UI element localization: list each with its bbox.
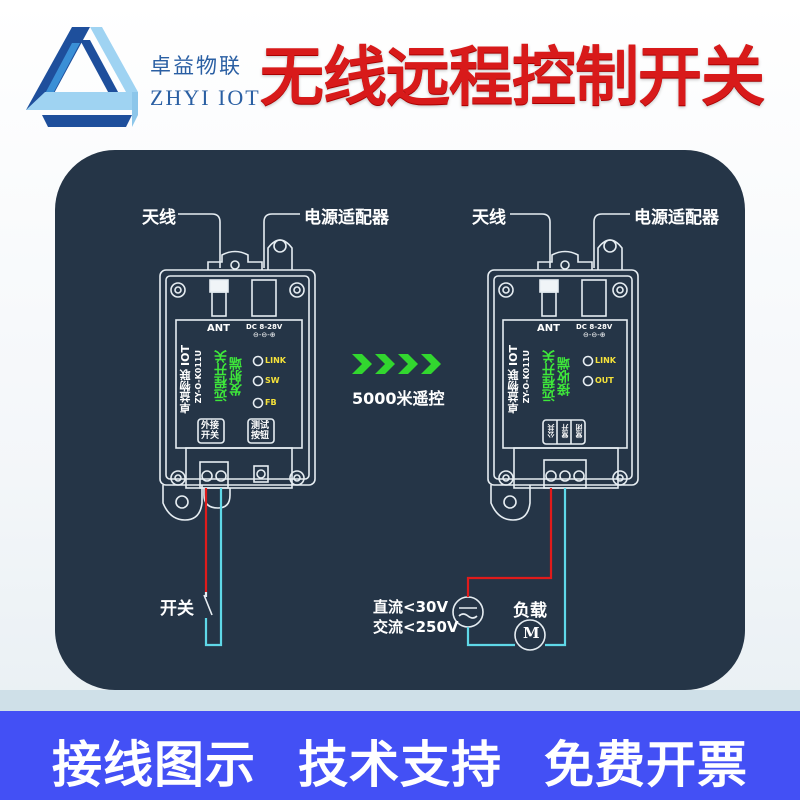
footer-banner: 接线图示 技术支持 免费开票	[0, 711, 800, 800]
brand-name-cn: 卓益物联	[150, 54, 242, 78]
rx-led-link: LINK	[595, 356, 616, 365]
tx-dc-text: DC 8-28V	[246, 323, 283, 331]
rx-terminal-common: 公共	[547, 424, 555, 438]
tx-test-button[interactable]: 测试 按钮	[251, 421, 269, 441]
rx-dc-text: DC 8-28V	[576, 323, 613, 331]
load-label: 负载	[513, 601, 547, 621]
footer-tech-support: 技术支持	[298, 736, 502, 794]
rx-power-adapter-label: 电源适配器	[634, 208, 719, 228]
header: 卓益物联 ZHYI IOT 无线远程控制开关	[0, 0, 800, 150]
rx-antenna-label: 天线	[472, 208, 506, 228]
tx-power-adapter-label: 电源适配器	[304, 208, 389, 228]
range-label: 5000米遥控	[352, 389, 445, 408]
rx-terminal-nc: 常闭	[575, 424, 583, 438]
tx-external-switch-button[interactable]: 外接 开关	[201, 421, 219, 441]
button-line2: 开关	[201, 431, 220, 441]
tx-model: ZY-O-K011U	[194, 350, 203, 404]
diagram-panel	[55, 150, 745, 690]
rx-led-out: OUT	[595, 376, 614, 385]
button-line1: 外接	[201, 421, 220, 431]
rx-function-line2: 接收端	[558, 357, 573, 396]
rx-brand-vertical: 卓益物联 IOT	[507, 345, 520, 414]
source-dc-label: 直流<30V	[373, 598, 449, 616]
rx-model: ZY-O-K011U	[522, 350, 531, 404]
motor-icon: M	[523, 624, 540, 642]
switch-label: 开关	[160, 599, 194, 619]
tx-brand-vertical: 卓益物联 IOT	[179, 345, 192, 414]
tx-led-fb: FB	[265, 398, 277, 407]
footer-divider	[0, 690, 800, 711]
page-title: 无线远程控制开关	[260, 41, 765, 115]
rx-terminal-no: 常开	[561, 424, 569, 438]
triangle-logo-icon	[26, 27, 138, 127]
tx-antenna-label: 天线	[142, 208, 176, 228]
tx-ant-text: ANT	[207, 323, 230, 334]
brand-name-en: ZHYI IOT	[150, 85, 261, 110]
tx-led-sw: SW	[265, 376, 280, 385]
source-ac-label: 交流<250V	[373, 618, 459, 636]
button-line2: 按钮	[251, 431, 270, 441]
footer-wiring-diagram: 接线图示	[52, 736, 256, 794]
footer-free-invoice: 免费开票	[544, 736, 748, 794]
tx-function-line2: 发射端	[230, 357, 245, 396]
rx-ant-text: ANT	[537, 323, 560, 334]
tx-led-link: LINK	[265, 356, 286, 365]
button-line1: 测试	[251, 421, 270, 431]
rx-dc-polarity: ⊖-⊖-⊕	[583, 331, 606, 339]
tx-dc-polarity: ⊖-⊖-⊕	[253, 331, 276, 339]
